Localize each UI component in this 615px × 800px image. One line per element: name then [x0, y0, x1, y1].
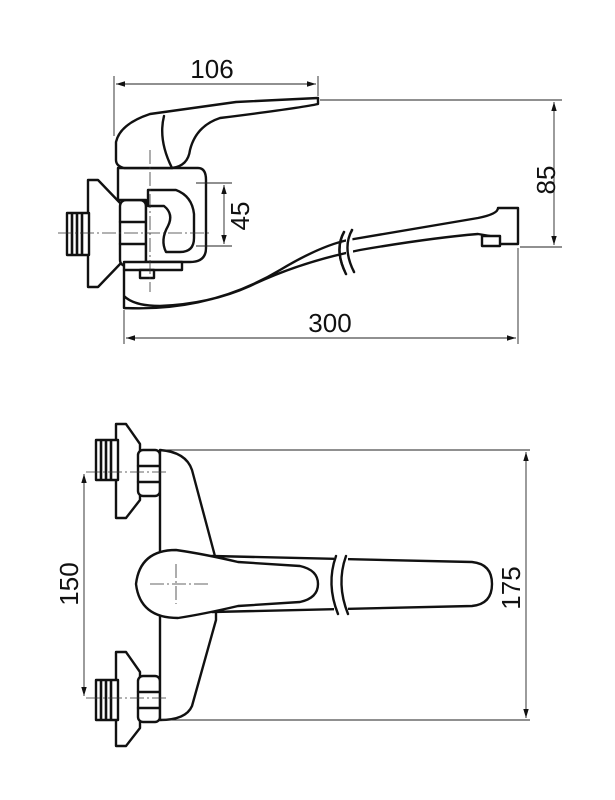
break-marks-top: [330, 554, 350, 616]
dim-45: 45: [196, 182, 255, 247]
dim-150: 150: [54, 474, 87, 696]
dim-inlet-spacing-label: 150: [54, 562, 84, 605]
inlet-thread: [65, 211, 91, 257]
dim-height-label: 85: [531, 166, 561, 195]
valve-body: [116, 166, 208, 264]
dim-85: 85: [320, 99, 562, 248]
dim-spout-length-label: 300: [308, 308, 351, 338]
break-marks: [338, 228, 356, 276]
cartridge-detail: [146, 188, 196, 254]
side-view: 106 85 45 300: [58, 54, 562, 344]
spout-base: [122, 260, 184, 272]
dim-depth-label: 175: [496, 566, 526, 609]
dim-body-label: 45: [225, 202, 255, 231]
lever-handle: [114, 96, 320, 170]
dim-106: 106: [113, 54, 319, 136]
dim-300: 300: [123, 248, 519, 344]
dim-175: 175: [162, 449, 530, 721]
dim-handle-length-label: 106: [190, 54, 233, 84]
top-view: 150 175: [54, 422, 530, 748]
lever-handle-top-view: [134, 548, 320, 620]
lower-inlet: [94, 650, 162, 748]
upper-inlet: [94, 422, 162, 520]
spout: [122, 206, 520, 310]
